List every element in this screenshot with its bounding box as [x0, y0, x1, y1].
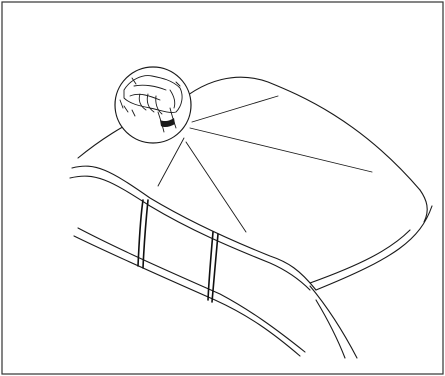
cloth-shade-1: [131, 77, 137, 85]
belt-line-upper: [77, 227, 306, 353]
motion-mark-2: [119, 99, 124, 109]
c-pillar-front: [211, 233, 219, 303]
roof-rear-edge-inner: [309, 229, 411, 284]
pointer-line-2: [185, 141, 247, 233]
rear-pillar-line-outer: [309, 285, 358, 359]
roof-rear-edge-outer: [315, 205, 433, 291]
watch-band: [160, 118, 175, 128]
motion-mark-3: [131, 109, 136, 117]
b-pillar-front: [142, 199, 149, 269]
belt-line-lower: [73, 235, 301, 357]
magnify-circle: [114, 66, 192, 144]
finger-3: [155, 95, 163, 115]
roof-side-rail: [71, 165, 317, 291]
cloth-fold-3: [169, 89, 176, 109]
finger-2: [146, 93, 155, 113]
pointer-line-1: [157, 137, 185, 187]
roof-side-rail-inner: [69, 175, 311, 291]
pointer-line-3: [189, 127, 373, 173]
pointer-line-4: [191, 95, 279, 123]
roof-top-contour: [169, 76, 421, 191]
rear-pillar-line-inner: [315, 299, 346, 359]
c-pillar-back: [207, 231, 214, 301]
motion-mark-1: [123, 105, 129, 113]
b-pillar-back: [137, 199, 144, 267]
hand-wiping-cloth-icon: [114, 66, 192, 144]
pointer-lines: [157, 95, 373, 233]
roof-right-edge: [419, 189, 428, 223]
cloth-shade-2: [175, 81, 181, 87]
car-roof-outline: [69, 76, 433, 359]
cloth-fold-1: [129, 93, 161, 101]
wiping-cloth: [123, 75, 183, 113]
finger-1: [138, 93, 147, 111]
cloth-fold-2: [133, 84, 167, 91]
